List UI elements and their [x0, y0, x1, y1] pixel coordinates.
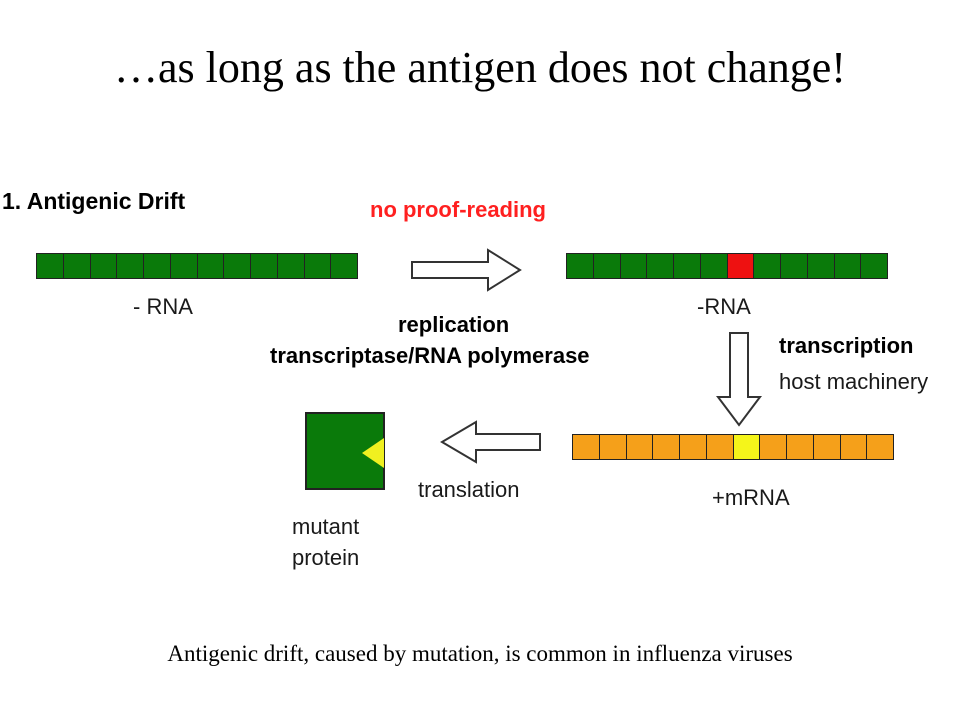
negative-rna-label-right: -RNA: [697, 294, 751, 319]
nucleotide: [646, 253, 674, 279]
transcription-arrow-icon: [716, 332, 762, 427]
protein-label: protein: [292, 545, 360, 570]
nucleotide: [572, 434, 600, 460]
nucleotide: [116, 253, 144, 279]
nucleotide: [833, 253, 862, 279]
replication-arrow-icon: [411, 248, 522, 292]
nucleotide: [699, 253, 728, 279]
nucleotide: [169, 253, 198, 279]
nucleotide: [566, 253, 594, 279]
host-machinery-label: host machinery: [779, 369, 929, 394]
nucleotide: [303, 253, 332, 279]
nucleotide: [860, 253, 888, 279]
no-proofreading-label: no proof-reading: [370, 197, 546, 222]
nucleotide: [62, 253, 91, 279]
protein-defect-wedge: [362, 438, 384, 468]
mrna-strand: [572, 434, 894, 460]
translation-label: translation: [418, 477, 520, 502]
diagram-heading: 1. Antigenic Drift: [2, 188, 186, 214]
replication-label: replication: [398, 312, 510, 337]
nucleotide: [143, 253, 171, 279]
mrna-label: +mRNA: [712, 485, 790, 510]
nucleotide: [625, 434, 654, 460]
nucleotide: [812, 434, 841, 460]
transcription-label: transcription: [779, 333, 914, 358]
original-rna-strand: [36, 253, 358, 279]
translation-arrow-icon: [440, 420, 541, 464]
negative-rna-label-left: - RNA: [133, 294, 193, 319]
nucleotide: [196, 253, 225, 279]
slide-caption: Antigenic drift, caused by mutation, is …: [167, 641, 793, 666]
mutant-rna-strand: [566, 253, 888, 279]
nucleotide: [276, 253, 305, 279]
mutant-label: mutant: [292, 514, 360, 539]
nucleotide: [330, 253, 358, 279]
nucleotide: [866, 434, 894, 460]
nucleotide: [598, 434, 627, 460]
nucleotide: [250, 253, 278, 279]
nucleotide: [705, 434, 734, 460]
nucleotide: [806, 253, 835, 279]
slide-title: …as long as the antigen does not change!: [114, 43, 846, 92]
nucleotide: [786, 434, 814, 460]
nucleotide: [759, 434, 787, 460]
enzyme-label: transcriptase/RNA polymerase: [270, 343, 590, 368]
